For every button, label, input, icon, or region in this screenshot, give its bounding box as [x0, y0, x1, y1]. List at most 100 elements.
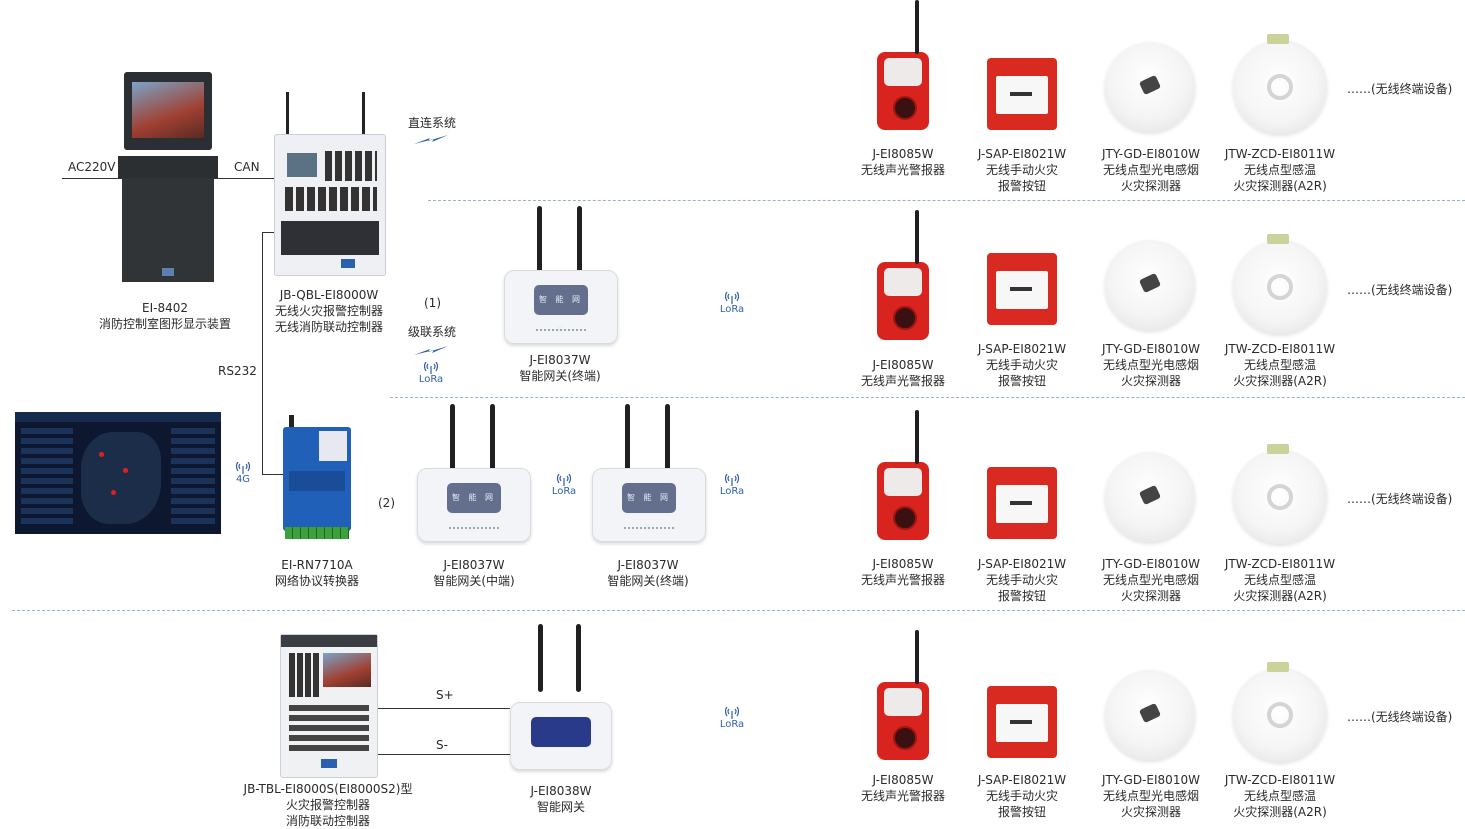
- sound-light-alarm: [877, 630, 929, 760]
- device-name: 火灾探测器: [1120, 805, 1181, 819]
- device-model: J-SAP-EI8021W: [977, 773, 1067, 787]
- smoke-detector: [1105, 42, 1195, 132]
- converter-logo-icon: [319, 431, 347, 461]
- lora-row3-a: LoRa: [549, 474, 579, 497]
- heat-detector: [1233, 662, 1327, 762]
- antenna-icon: [450, 404, 455, 472]
- device-name: 无线点型光电感烟: [1102, 358, 1199, 372]
- row-divider-2: [390, 397, 1465, 398]
- controller-logo-icon: [341, 259, 355, 268]
- antenna-icon: [577, 206, 582, 274]
- device-name: 无线手动火灾: [985, 358, 1058, 372]
- device-name: 报警按钮: [997, 589, 1046, 603]
- route2-number: (2): [378, 496, 395, 510]
- antenna-icon: [538, 624, 543, 692]
- device-name: 无线声光警报器: [860, 374, 945, 388]
- controller-line2: 无线消防联动控制器: [274, 320, 383, 334]
- gateway-panel: 智 能 网 关: [622, 483, 676, 532]
- converter-name: 网络协议转换器: [274, 574, 359, 588]
- lora-label: LoRa: [719, 486, 745, 497]
- sound-light-alarm: [877, 410, 929, 540]
- device-name: 无线声光警报器: [860, 573, 945, 587]
- tbl-screen: [323, 653, 371, 687]
- device-name: 无线点型感温: [1243, 358, 1316, 372]
- signal-4g: 4G: [228, 462, 258, 485]
- antenna-icon: [537, 206, 542, 274]
- device-name: 报警按钮: [997, 179, 1046, 193]
- smoke-detector: [1105, 452, 1195, 542]
- device-model: JTW-ZCD-EI8011W: [1224, 147, 1336, 161]
- device-model: J-SAP-EI8021W: [977, 557, 1067, 571]
- fire-alarm-controller-tbl: [280, 634, 378, 778]
- heat-detector: [1233, 444, 1327, 544]
- map-graphic: [81, 432, 161, 524]
- gateway-panel: 智 能 网 关: [447, 483, 501, 532]
- lightning-icon: [414, 346, 448, 355]
- ac220v-line: [62, 178, 132, 179]
- device-name: 无线手动火灾: [985, 163, 1058, 177]
- gateway-name: 智能网关(终端): [607, 574, 689, 588]
- antenna-icon: [576, 624, 581, 692]
- device-model: JTY-GD-EI8010W: [1102, 557, 1200, 571]
- display-name: 消防控制室图形显示装置: [98, 317, 231, 331]
- device-name: 火灾探测器(A2R): [1233, 589, 1327, 603]
- sound-light-alarm: [877, 0, 929, 130]
- more-devices: ……(无线终端设备): [1347, 710, 1453, 724]
- device-name: 无线点型感温: [1243, 163, 1316, 177]
- network-protocol-converter: [283, 415, 355, 555]
- more-devices: ……(无线终端设备): [1347, 283, 1453, 297]
- can-label: CAN: [234, 160, 260, 174]
- gateway-terminal-top-caption: J-EI8037W 智能网关(终端): [480, 352, 640, 384]
- tbl-caption: JB-TBL-EI8000S(EI8000S2)型 火灾报警控制器 消防联动控制…: [228, 781, 428, 829]
- signal-icon: [236, 462, 250, 474]
- gateway-name: 智能网关(终端): [519, 369, 601, 383]
- antenna-icon: [362, 92, 365, 138]
- device-name: 报警按钮: [997, 805, 1046, 819]
- controller-lcd: [287, 153, 317, 177]
- device-model: J-SAP-EI8021W: [977, 342, 1067, 356]
- s-minus-line: [376, 754, 510, 755]
- can-line: [214, 178, 276, 179]
- tbl-line1: 火灾报警控制器: [285, 798, 370, 812]
- device-model: J-EI8085W: [872, 358, 934, 372]
- alarm-caption: J-EI8085W 无线声光警报器: [843, 357, 963, 389]
- signal-icon: [725, 292, 739, 304]
- more-devices: ……(无线终端设备): [1347, 492, 1453, 506]
- gateway-lcd: [531, 717, 591, 747]
- lora-row2: LoRa: [717, 292, 747, 315]
- device-model: JTY-GD-EI8010W: [1102, 773, 1200, 787]
- device-name: 火灾探测器(A2R): [1233, 374, 1327, 388]
- s-plus-line: [376, 708, 510, 709]
- device-name: 无线点型感温: [1243, 789, 1316, 803]
- smoke-detector: [1105, 240, 1195, 330]
- gateway-middle-caption: J-EI8037W 智能网关(中端): [394, 557, 554, 589]
- manual-call-point: [987, 686, 1057, 758]
- antenna-icon: [490, 404, 495, 472]
- controller-line1: 无线火灾报警控制器: [274, 304, 383, 318]
- wireless-fire-controller: [274, 92, 386, 276]
- display-caption: EI-8402 消防控制室图形显示装置: [90, 300, 240, 332]
- converter-model: EI-RN7710A: [281, 558, 353, 572]
- antenna-icon: [286, 92, 289, 138]
- signal-4g-label: 4G: [235, 474, 251, 485]
- lora-label: LoRa: [551, 486, 577, 497]
- display-logo-icon: [162, 268, 174, 276]
- gateway-model: J-EI8037W: [443, 558, 505, 572]
- converter-caption: EI-RN7710A 网络协议转换器: [247, 557, 387, 589]
- gateway-8038: [510, 624, 612, 770]
- s-plus-label: S+: [436, 688, 454, 702]
- cascade-number: (1): [424, 296, 441, 310]
- sound-light-alarm: [877, 210, 929, 340]
- controller-caption: JB-QBL-EI8000W 无线火灾报警控制器 无线消防联动控制器: [254, 287, 404, 335]
- device-model: JTY-GD-EI8010W: [1102, 147, 1200, 161]
- tbl-line2: 消防联动控制器: [285, 814, 370, 828]
- device-model: JTY-GD-EI8010W: [1102, 342, 1200, 356]
